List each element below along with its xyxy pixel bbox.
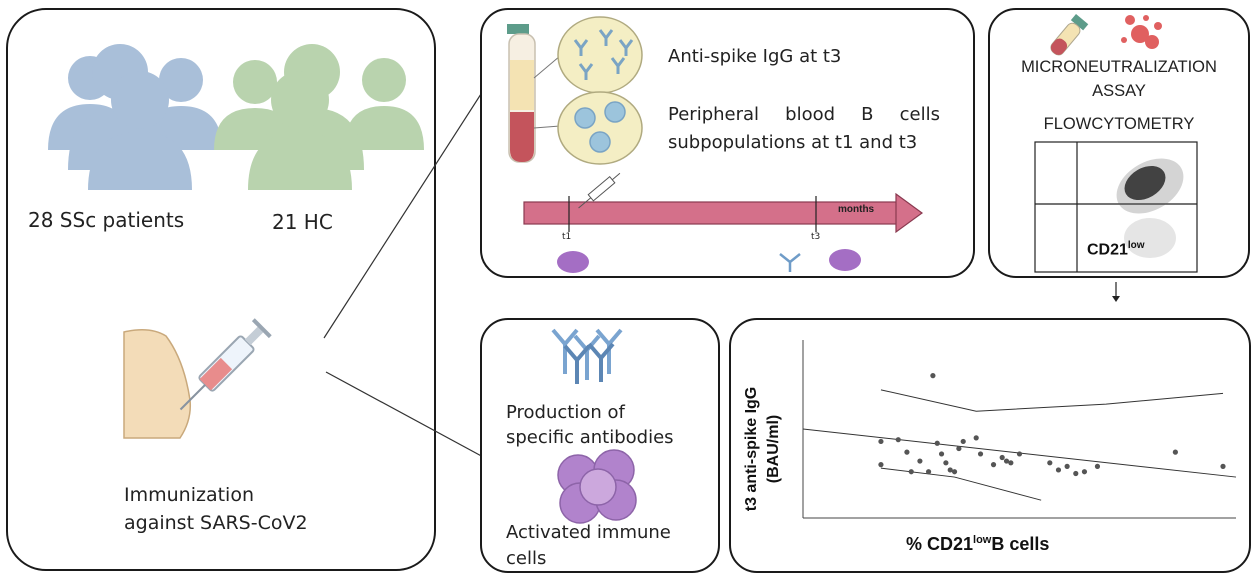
scatter-point	[999, 454, 1005, 461]
timeline-arrow	[523, 192, 924, 234]
confidence-band-lower	[880, 467, 1042, 501]
cells-line1: Activated immune	[506, 522, 671, 543]
t3-cell-icon	[829, 249, 861, 271]
confidence-band-upper	[880, 389, 1224, 412]
scatter-point	[1064, 463, 1070, 469]
timeline-months-label: months	[838, 204, 875, 215]
chart-ylabel-line2: (BAU/ml)	[765, 414, 782, 484]
scatter-point	[973, 435, 979, 441]
scatter-point	[1047, 460, 1053, 466]
scatter-point	[960, 438, 966, 445]
patients-label: 28 SSc patients	[28, 208, 185, 232]
chart-ylabel-line1: t3 anti-spike IgG	[743, 386, 760, 512]
microneutralization-line1: MICRONEUTRALIZATION	[1021, 58, 1217, 76]
scatter-point	[1055, 467, 1062, 473]
scatter-point	[925, 469, 932, 475]
cells-line2: cells	[506, 548, 547, 569]
scatter-point	[951, 469, 958, 475]
scatter-point	[930, 373, 936, 379]
bcells-label-line1: Peripheral blood B cells	[668, 104, 940, 125]
immunization-line2: against SARS-CoV2	[124, 512, 308, 534]
cd21-gate-base: CD21	[1087, 241, 1128, 259]
t3-antibody-icon	[779, 253, 801, 272]
t1-cell-icon	[557, 251, 589, 273]
antibodies-line1: Production of	[506, 402, 625, 423]
microneutralization-line2: ASSAY	[1092, 82, 1146, 100]
chart-x-axis-label: % CD21lowB cells	[906, 534, 1049, 555]
scatter-point	[990, 462, 997, 468]
chart-y-axis-label: t3 anti-spike IgG (BAU/ml)	[741, 349, 791, 549]
scatter-point	[1016, 451, 1023, 457]
scatter-point	[895, 437, 901, 443]
flowcytometry-label: FLOWCYTOMETRY	[1043, 115, 1195, 133]
scatter-point	[1094, 463, 1101, 469]
virus-icon	[1121, 15, 1162, 49]
connector-line-bottom	[325, 371, 499, 466]
small-tube-icon	[1050, 14, 1089, 56]
scatter-point	[1172, 449, 1178, 455]
controls-label: 21 HC	[272, 210, 333, 234]
assay-panel	[988, 8, 1250, 278]
scatter-point	[956, 445, 962, 452]
igg-label: Anti-spike IgG at t3	[668, 46, 842, 67]
antibodies-line2: specific antibodies	[506, 427, 674, 448]
scatter-point	[878, 462, 884, 468]
flow-cytometry-plot	[1034, 141, 1198, 273]
scatter-point	[1073, 470, 1079, 477]
patients-group-icon	[48, 44, 222, 190]
syringe-icon	[179, 318, 272, 411]
scatter-point	[943, 460, 949, 466]
t3-label: t3	[811, 232, 821, 242]
assay-down-arrowhead	[1112, 296, 1120, 302]
connector-line-top	[323, 79, 491, 339]
scatter-point	[947, 467, 953, 473]
t1-label: t1	[562, 232, 572, 242]
immunization-line1: Immunization	[124, 484, 254, 506]
cd21-gate-sup: low	[1127, 240, 1145, 251]
scatter-point	[1008, 460, 1014, 466]
cohort-panel	[6, 8, 436, 571]
scatter-point	[908, 469, 914, 475]
scatter-point	[934, 440, 940, 446]
scatter-point	[1081, 469, 1088, 475]
controls-group-icon	[214, 44, 424, 190]
timeline-syringe-icon	[578, 172, 621, 209]
chart-xlabel-sup: low	[973, 534, 992, 546]
scatter-point	[1220, 463, 1226, 469]
correlation-chart-panel	[729, 318, 1251, 573]
cd21-gate-label: CD21low	[1087, 240, 1145, 259]
scatter-point	[878, 438, 884, 445]
chart-xlabel-tail: B cells	[991, 534, 1050, 554]
bcells-magnified-icon	[557, 91, 643, 165]
scatter-point	[1003, 458, 1010, 464]
scatter-point	[977, 451, 984, 457]
activated-cells-icon	[557, 449, 637, 524]
arm-icon	[123, 329, 192, 439]
blood-tube-icon	[507, 24, 536, 163]
scatter-point	[904, 449, 910, 455]
scatter-point	[917, 458, 923, 464]
scatter-point	[938, 451, 945, 457]
antibodies-icon	[551, 328, 623, 384]
chart-xlabel-base: % CD21	[906, 534, 974, 554]
bcells-label-line2: subpopulations at t1 and t3	[668, 132, 918, 153]
igg-magnified-icon	[557, 16, 643, 94]
